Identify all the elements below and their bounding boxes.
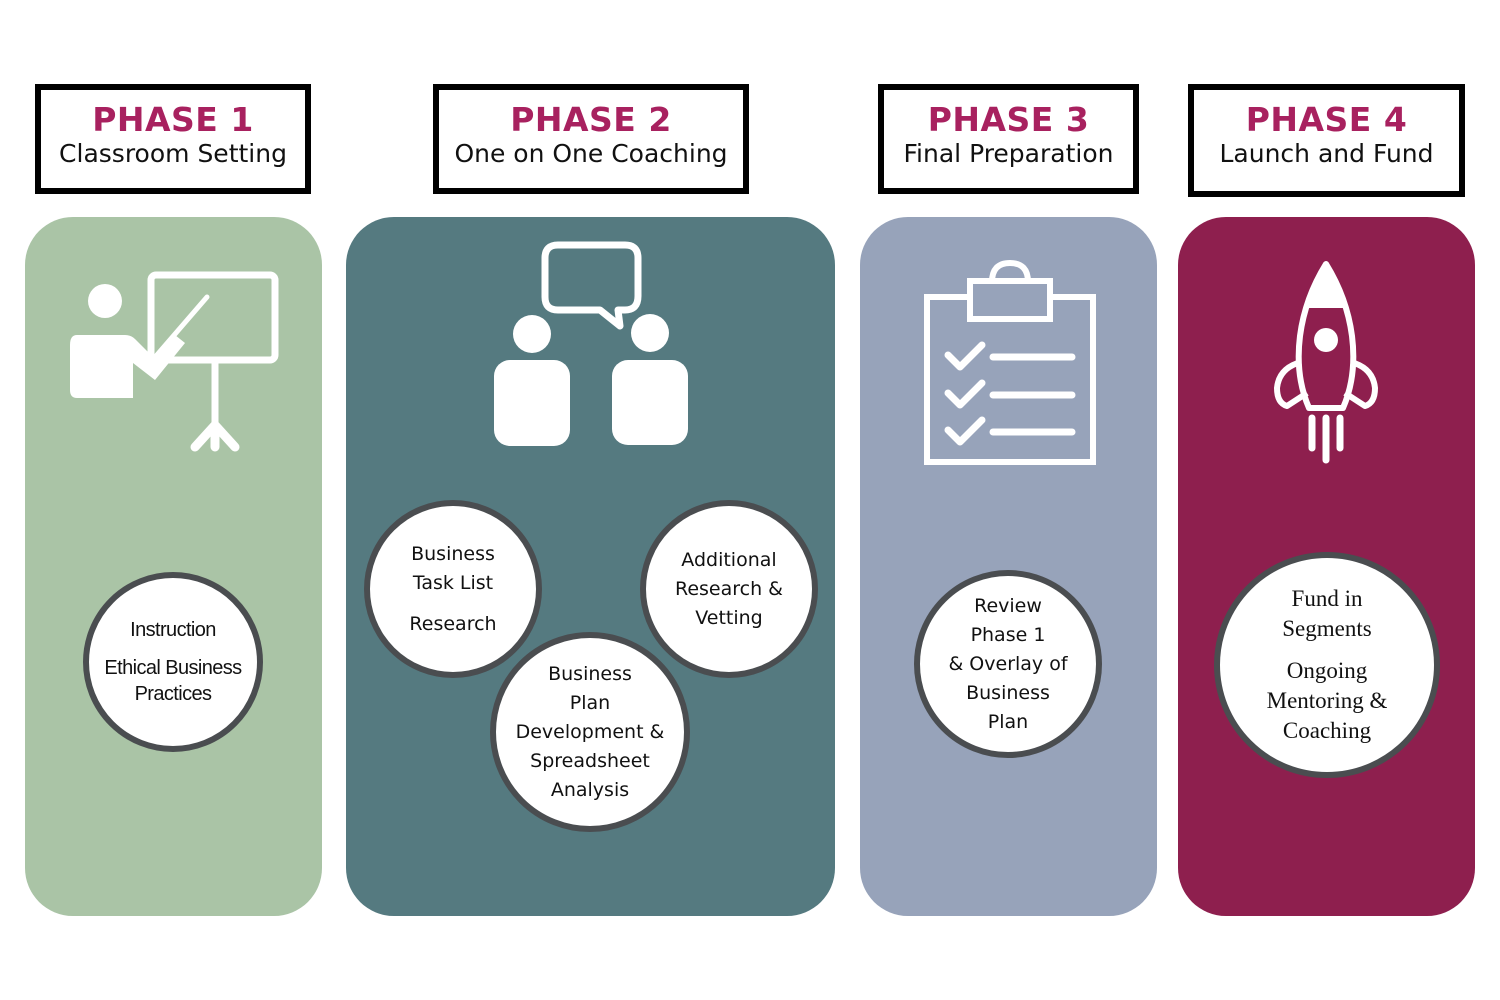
bubble-line: Vetting: [695, 606, 763, 629]
phase-1-bubble-instruction: Instruction Ethical Business Practices: [83, 572, 263, 752]
phase-2-subtitle: One on One Coaching: [454, 139, 728, 168]
bubble-line: Plan: [987, 710, 1029, 733]
bubble-line: Task List: [412, 571, 494, 594]
bubble-line: Research &: [674, 577, 783, 600]
bubble-line: Practices: [134, 683, 212, 705]
phase-3-panel: [860, 217, 1157, 916]
phase-1-title: PHASE 1: [92, 100, 254, 139]
phase-4-bubble-fund: Fund in Segments Ongoing Mentoring & Coa…: [1214, 552, 1440, 778]
phase-4-title: PHASE 4: [1245, 100, 1408, 139]
rocket-icon: [1274, 261, 1378, 464]
bubble-line: Spreadsheet: [530, 749, 650, 772]
clipboard-checklist-icon: [924, 259, 1096, 465]
bubble-line: Ethical Business: [104, 657, 242, 679]
phase-3-title: PHASE 3: [927, 100, 1090, 139]
bubble-line: Analysis: [550, 778, 630, 801]
phase-1-header: PHASE 1 Classroom Setting: [35, 84, 311, 194]
phase-1-subtitle: Classroom Setting: [59, 139, 287, 168]
phase-2-bubble-additional-research: Additional Research & Vetting: [640, 500, 818, 678]
bubble-line: Plan: [569, 691, 611, 714]
bubble-line: Review: [974, 594, 1042, 617]
bubble-line: Phase 1: [970, 623, 1046, 646]
bubble-line: Business: [548, 662, 632, 685]
bubble-line: Development &: [515, 720, 665, 743]
bubble-line: & Overlay of: [948, 652, 1068, 675]
phase-3-header: PHASE 3 Final Preparation: [878, 84, 1139, 194]
teacher-at-board-icon: [70, 271, 279, 452]
phase-2-bubble-task-list: Business Task List Research: [364, 500, 542, 678]
phase-3-bubble-review: Review Phase 1 & Overlay of Business Pla…: [914, 570, 1102, 758]
bubble-line: Segments: [1282, 616, 1372, 641]
phase-4-header: PHASE 4 Launch and Fund: [1188, 84, 1465, 197]
two-people-conversation-icon: [494, 241, 688, 446]
bubble-line: Instruction: [130, 619, 216, 641]
phase-2-title: PHASE 2: [510, 100, 672, 139]
bubble-line: Business: [411, 542, 495, 565]
bubble-line: Fund in: [1291, 586, 1363, 611]
bubble-line: Mentoring &: [1266, 688, 1388, 713]
phase-3-subtitle: Final Preparation: [903, 139, 1114, 168]
bubble-line: Ongoing: [1286, 658, 1368, 683]
bubble-line: Business: [966, 681, 1050, 704]
phase-4-subtitle: Launch and Fund: [1219, 139, 1434, 168]
bubble-line: Coaching: [1282, 718, 1372, 743]
bubble-line: Additional: [681, 548, 777, 571]
bubble-line: Research: [409, 612, 497, 635]
phase-2-bubble-business-plan: Business Plan Development & Spreadsheet …: [490, 632, 690, 832]
phase-2-header: PHASE 2 One on One Coaching: [433, 84, 749, 194]
